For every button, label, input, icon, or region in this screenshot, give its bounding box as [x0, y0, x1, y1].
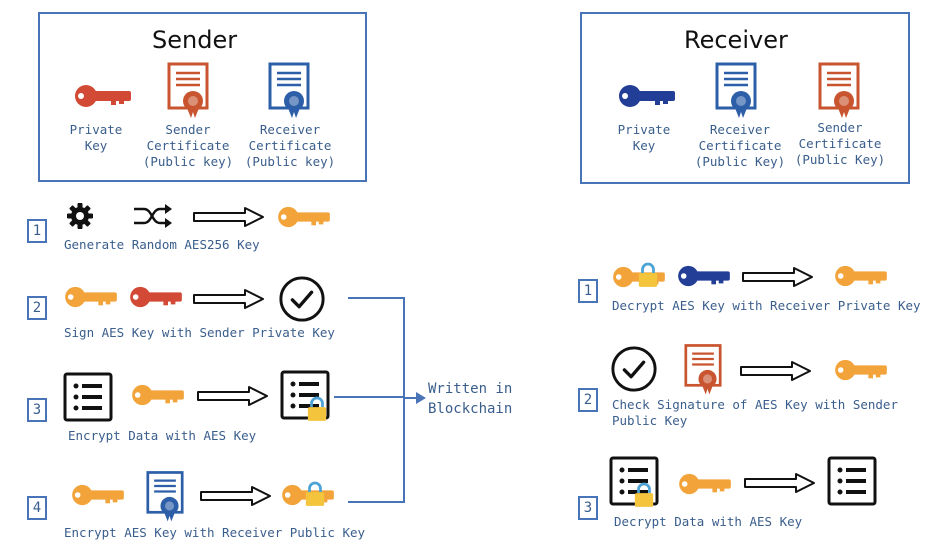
arrow-icon	[742, 267, 814, 287]
shuffle-icon	[134, 204, 172, 228]
lock-icon	[637, 262, 659, 288]
blockchain-label-line2: Blockchain	[428, 401, 513, 417]
signature-check-icon	[610, 345, 658, 393]
gear-icon	[67, 203, 93, 229]
sender-certificate-icon-small	[684, 343, 722, 395]
receiver-step-2-caption-line2: Public Key	[612, 413, 688, 428]
receiver-title: Receiver	[684, 26, 788, 54]
receiver-step-3-number: 3	[578, 496, 598, 520]
aes-key-icon	[677, 472, 733, 496]
sender-step-4-number: 4	[27, 496, 47, 520]
sender-step-2-caption: Sign AES Key with Sender Private Key	[64, 325, 335, 340]
receiver-certificate-label: Receiver Certificate (Public key)	[244, 122, 336, 169]
receiver-step-2-caption-line1: Check Signature of AES Key with Sender	[612, 397, 898, 412]
receiver-private-key-label: Private Key	[617, 122, 671, 153]
sender-title: Sender	[152, 26, 238, 54]
sender-step-1-caption: Generate Random AES256 Key	[64, 237, 260, 252]
receiver-certificate-label-r: Receiver Certificate (Public Key)	[694, 122, 786, 169]
sender-certificate-label-r: Sender Certificate (Public Key)	[794, 120, 886, 167]
sender-certificate-label: Sender Certificate (Public key)	[142, 122, 234, 169]
receiver-step-1-caption: Decrypt AES Key with Receiver Private Ke…	[612, 298, 921, 313]
aes-key-icon	[833, 264, 889, 288]
sender-step-3-caption: Encrypt Data with AES Key	[68, 428, 257, 443]
sender-private-key-label: Private Key	[69, 122, 123, 153]
sender-step-4-caption: Encrypt AES Key with Receiver Public Key	[64, 525, 366, 540]
receiver-step-1-number: 1	[578, 279, 598, 303]
receiver-step-3-caption: Decrypt Data with AES Key	[614, 514, 803, 529]
sender-step-3-number: 3	[27, 398, 47, 422]
aes-key-icon	[833, 358, 889, 382]
lock-icon	[633, 482, 655, 508]
arrow-icon	[744, 473, 816, 493]
sender-step-1-number: 1	[27, 219, 47, 243]
data-document-icon	[827, 456, 877, 506]
blockchain-label-line1: Written in	[428, 381, 513, 397]
receiver-step-2-number: 2	[578, 388, 598, 412]
arrow-icon	[740, 361, 812, 381]
sender-step-2-number: 2	[27, 296, 47, 320]
receiver-private-key-icon-small	[676, 264, 732, 288]
